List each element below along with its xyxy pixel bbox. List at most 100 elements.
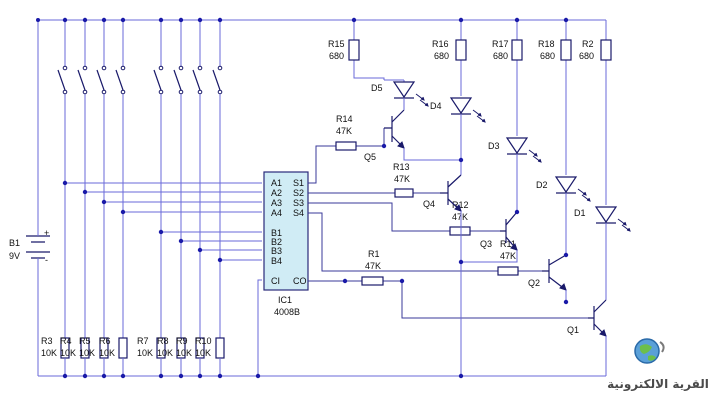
transistor-q3: Q3 bbox=[461, 211, 518, 263]
resistor-name: R3 bbox=[41, 336, 53, 346]
ic-body bbox=[263, 171, 309, 291]
resistor-value: 10K bbox=[60, 348, 76, 358]
led-d4: D4 bbox=[430, 97, 486, 175]
switch[interactable] bbox=[57, 69, 66, 91]
r11-name: R11 bbox=[500, 239, 516, 249]
ic-input-wires bbox=[65, 182, 262, 376]
switch[interactable] bbox=[77, 69, 86, 91]
light-emission-icon bbox=[415, 93, 429, 107]
light-emission-icon bbox=[528, 149, 542, 163]
light-emission-icon bbox=[472, 109, 486, 123]
switch[interactable] bbox=[192, 69, 201, 91]
switch[interactable] bbox=[153, 69, 162, 91]
battery-plus: + bbox=[44, 228, 49, 238]
r1-name: R1 bbox=[368, 249, 380, 259]
resistor-name: R4 bbox=[60, 336, 72, 346]
resistor-value: 10K bbox=[157, 348, 173, 358]
q4-label: Q4 bbox=[423, 199, 435, 209]
resistor-r14 bbox=[335, 141, 357, 151]
battery-value: 9V bbox=[9, 251, 20, 261]
switch[interactable] bbox=[115, 69, 124, 91]
resistor-name: R6 bbox=[99, 336, 111, 346]
q1-label: Q1 bbox=[567, 325, 579, 335]
ic-pin-label: A2 bbox=[271, 188, 282, 198]
light-emission-icon bbox=[617, 218, 631, 232]
resistor-name: R9 bbox=[176, 336, 188, 346]
resistor-r1 bbox=[361, 276, 384, 286]
led-d3: D3 bbox=[488, 137, 542, 212]
d3-label: D3 bbox=[488, 141, 500, 151]
ic-name: IC1 bbox=[278, 295, 292, 305]
logo-globe-icon bbox=[634, 338, 665, 364]
ic-pin-label: B2 bbox=[271, 237, 282, 247]
ic-pin-label: A4 bbox=[271, 208, 282, 218]
resistor-name: R10 bbox=[195, 336, 212, 346]
r14-name: R14 bbox=[336, 114, 353, 124]
r15-value: 680 bbox=[329, 51, 344, 61]
r12-value: 47K bbox=[452, 212, 468, 222]
leds: D5 D4 D3 D2 bbox=[371, 79, 631, 300]
ic-pin-label: CI bbox=[271, 276, 280, 286]
d1-label: D1 bbox=[574, 208, 586, 218]
resistor-value: 10K bbox=[99, 348, 115, 358]
d4-label: D4 bbox=[430, 101, 442, 111]
r12-name: R12 bbox=[452, 200, 469, 210]
transistor-q1: Q1 bbox=[567, 299, 607, 376]
ic-pin-label: B1 bbox=[271, 228, 282, 238]
switch[interactable] bbox=[173, 69, 182, 91]
switch[interactable] bbox=[96, 69, 105, 91]
transistor-q2: Q2 bbox=[528, 254, 567, 302]
r14-value: 47K bbox=[336, 126, 352, 136]
resistor-r17 bbox=[511, 39, 523, 61]
transistor-q5: Q5 bbox=[364, 98, 461, 162]
r2-value: 680 bbox=[579, 51, 594, 61]
resistor-value: 10K bbox=[195, 348, 211, 358]
pull-down-resistor bbox=[215, 337, 225, 359]
rails bbox=[37, 19, 606, 377]
r18-value: 680 bbox=[540, 51, 555, 61]
ic-part: 4008B bbox=[274, 307, 300, 317]
resistor-r15 bbox=[348, 39, 360, 61]
ic-pin-label: B4 bbox=[271, 256, 282, 266]
ic-pin-label: A1 bbox=[271, 178, 282, 188]
r16-name: R16 bbox=[432, 39, 449, 49]
resistor-r11 bbox=[497, 266, 519, 276]
ic-pin-label: B3 bbox=[271, 246, 282, 256]
led-d2: D2 bbox=[536, 176, 591, 255]
battery: B1 9V + - bbox=[9, 228, 50, 268]
top-resistors: R15 680 R16 680 R17 680 R18 680 R2 680 bbox=[328, 20, 612, 205]
r18-name: R18 bbox=[538, 39, 555, 49]
resistor-value: 10K bbox=[176, 348, 192, 358]
ic-output-wires bbox=[308, 128, 588, 319]
resistor-r12 bbox=[449, 226, 471, 236]
resistor-value: 10K bbox=[41, 348, 57, 358]
ic-pin-label: S1 bbox=[293, 178, 304, 188]
q3-label: Q3 bbox=[480, 239, 492, 249]
q5-label: Q5 bbox=[364, 152, 376, 162]
led-d5: D5 bbox=[371, 79, 429, 110]
resistor-r18 bbox=[560, 39, 572, 61]
q2-label: Q2 bbox=[528, 278, 540, 288]
ic-pin-label: S3 bbox=[293, 198, 304, 208]
d5-label: D5 bbox=[371, 83, 383, 93]
switch-columns: R310KR410KR510KR610KR710KR810KR910KR1010… bbox=[41, 17, 225, 379]
ic-pin-label: A3 bbox=[271, 198, 282, 208]
ic-pin-label: S2 bbox=[293, 188, 304, 198]
ic-pin-label: S4 bbox=[293, 208, 304, 218]
transistor-q4: Q4 bbox=[423, 174, 462, 376]
resistor-r13 bbox=[394, 188, 414, 198]
switch[interactable] bbox=[212, 69, 221, 91]
led-d1: D1 bbox=[574, 206, 631, 300]
